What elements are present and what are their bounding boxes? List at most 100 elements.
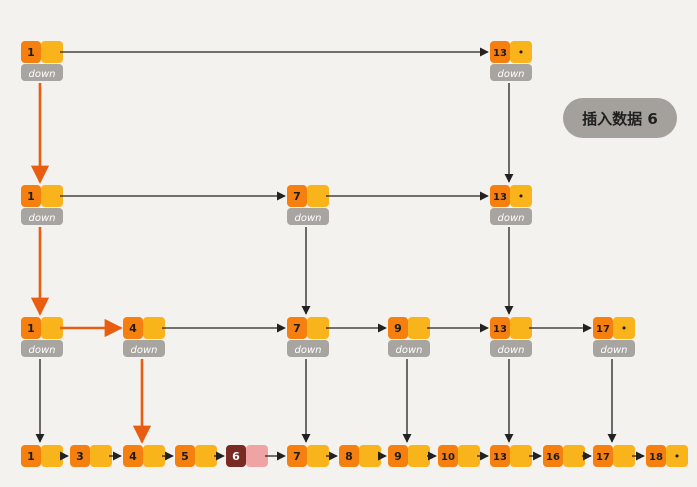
down-label: down — [131, 345, 158, 356]
node-key-label: 9 — [394, 450, 402, 463]
node-pointer-cell — [246, 445, 268, 467]
node-key-label: 4 — [129, 322, 137, 335]
skip-node-L0-5: 5 — [175, 445, 217, 467]
node-key-cell — [21, 41, 41, 63]
node-key-label: 5 — [181, 450, 189, 463]
node-key-label: 13 — [493, 324, 507, 335]
node-key-label: 16 — [546, 452, 560, 463]
down-label: down — [396, 345, 423, 356]
node-pointer-cell — [307, 185, 329, 207]
node-key-cell — [21, 185, 41, 207]
node-key-cell — [287, 185, 307, 207]
null-pointer-marker: • — [518, 190, 525, 203]
skip-node-L1-17: 17 • down — [593, 317, 635, 357]
skip-node-L1-9: 9 down — [388, 317, 430, 357]
node-pointer-cell — [307, 445, 329, 467]
skip-node-L2-7: 7 down — [287, 185, 329, 225]
node-key-label: 7 — [293, 322, 301, 335]
skip-node-L1-7: 7 down — [287, 317, 329, 357]
down-tag — [21, 64, 63, 81]
node-pointer-cell — [41, 185, 63, 207]
node-pointer-cell — [563, 445, 585, 467]
down-tag — [593, 340, 635, 357]
down-tag — [490, 340, 532, 357]
skip-node-L3-13: 13 • down — [490, 41, 532, 81]
skip-node-L0-8: 8 — [339, 445, 381, 467]
node-key-cell — [593, 317, 613, 339]
node-key-label: 3 — [76, 450, 84, 463]
node-key-cell — [287, 445, 307, 467]
down-tag — [388, 340, 430, 357]
node-key-cell — [490, 41, 510, 63]
node-pointer-cell — [41, 317, 63, 339]
skip-node-L0-16: 16 — [543, 445, 585, 467]
node-key-label: 9 — [394, 322, 402, 335]
skip-node-L0-13: 13 — [490, 445, 532, 467]
node-key-label: 13 — [493, 48, 507, 59]
node-key-label: 7 — [293, 190, 301, 203]
down-label: down — [29, 213, 56, 224]
node-key-label: 1 — [27, 190, 35, 203]
skip-node-L0-7: 7 — [287, 445, 329, 467]
node-pointer-cell — [41, 41, 63, 63]
node-pointer-cell — [458, 445, 480, 467]
node-key-label: 13 — [493, 192, 507, 203]
node-key-cell — [339, 445, 359, 467]
null-pointer-marker: • — [518, 46, 525, 59]
down-label: down — [295, 345, 322, 356]
down-tag — [490, 64, 532, 81]
node-pointer-cell — [143, 317, 165, 339]
skip-node-L0-18: 18• — [646, 445, 688, 467]
node-key-label: 8 — [345, 450, 353, 463]
node-key-label: 10 — [441, 452, 455, 463]
node-key-cell — [543, 445, 563, 467]
skip-node-L1-1: 1 down — [21, 317, 63, 357]
down-label: down — [601, 345, 628, 356]
down-tag — [287, 340, 329, 357]
node-pointer-cell — [41, 445, 63, 467]
down-label: down — [29, 345, 56, 356]
skip-node-L0-4: 4 — [123, 445, 165, 467]
down-label: down — [498, 213, 525, 224]
down-tag — [287, 208, 329, 225]
skip-node-L2-1: 1 down — [21, 185, 63, 225]
node-key-cell — [388, 445, 408, 467]
node-pointer-cell — [195, 445, 217, 467]
node-pointer-cell — [613, 445, 635, 467]
skip-node-L0-9: 9 — [388, 445, 430, 467]
node-pointer-cell — [307, 317, 329, 339]
node-key-cell — [21, 445, 41, 467]
node-pointer-cell — [666, 445, 688, 467]
node-pointer-cell — [143, 445, 165, 467]
skip-node-L0-1: 1 — [21, 445, 63, 467]
node-key-cell — [593, 445, 613, 467]
null-pointer-marker: • — [621, 322, 628, 335]
node-key-label: 6 — [232, 450, 240, 463]
node-pointer-cell — [408, 445, 430, 467]
node-key-cell — [226, 445, 246, 467]
down-label: down — [498, 69, 525, 80]
node-pointer-cell — [90, 445, 112, 467]
node-key-cell — [490, 445, 510, 467]
node-pointer-cell — [359, 445, 381, 467]
node-key-cell — [21, 317, 41, 339]
node-pointer-cell — [510, 445, 532, 467]
node-key-label: 1 — [27, 450, 35, 463]
node-key-label: 13 — [493, 452, 507, 463]
node-key-cell — [123, 317, 143, 339]
skip-node-L2-13: 13 • down — [490, 185, 532, 225]
node-key-cell — [123, 445, 143, 467]
node-key-label: 17 — [596, 452, 610, 463]
down-label: down — [29, 69, 56, 80]
down-label: down — [295, 213, 322, 224]
node-key-label: 1 — [27, 322, 35, 335]
node-pointer-cell — [510, 41, 532, 63]
node-key-cell — [175, 445, 195, 467]
node-key-cell — [70, 445, 90, 467]
node-key-label: 17 — [596, 324, 610, 335]
node-key-cell — [490, 317, 510, 339]
node-key-cell — [287, 317, 307, 339]
